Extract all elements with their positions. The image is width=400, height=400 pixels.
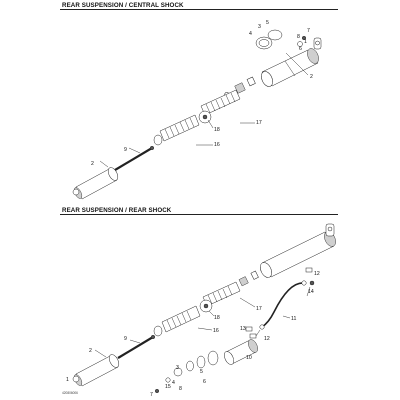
callout-15-bottom: 15	[165, 384, 171, 390]
valve-bottom	[238, 276, 249, 287]
nut-top	[301, 35, 307, 41]
callout-10-bottom: 10	[246, 355, 252, 361]
callout-1-bottom: 1	[66, 377, 69, 383]
lower-housing-top	[72, 167, 119, 200]
lower-housing-bottom	[72, 354, 120, 387]
callout-18-top: 18	[214, 127, 220, 133]
callout-5-top: 5	[266, 20, 269, 26]
callout-9-bottom: 9	[124, 336, 127, 342]
washer-bottom	[165, 377, 171, 383]
callout-6-top: 6	[299, 46, 302, 52]
callout-9-top: 9	[124, 147, 127, 153]
callout-3-top: 3	[258, 24, 261, 30]
shaft-top	[114, 147, 153, 171]
callout-2-top: 2	[310, 74, 313, 80]
callout-8-bottom: 8	[179, 386, 182, 392]
callout-2-bottom: 2	[89, 348, 92, 354]
callout-2b-top: 2	[91, 161, 94, 167]
callout-14-bottom: 14	[308, 289, 314, 295]
washer-mid-top	[153, 134, 163, 146]
callout-17-top: 17	[256, 120, 262, 126]
section-title-rear-shock: REAR SUSPENSION / REAR SHOCK	[62, 207, 172, 214]
section-rule-central-shock	[60, 9, 338, 10]
fitting-12	[305, 267, 313, 273]
washer-mid-bottom	[153, 325, 163, 337]
figure-code: 420806006	[62, 391, 78, 395]
nut-bottom	[154, 388, 160, 394]
reservoir-cap	[186, 360, 194, 372]
callout-4-top: 4	[249, 31, 252, 37]
shim-stack-16-top	[159, 114, 200, 142]
fitting-13	[245, 326, 253, 332]
section-title-central-shock: REAR SUSPENSION / CENTRAL SHOCK	[62, 2, 184, 9]
callout-3-bottom: 3	[176, 365, 179, 371]
callout-4-bottom: 4	[172, 380, 175, 386]
callout-5-bottom: 5	[200, 369, 203, 375]
callout-12b-bottom: 12	[264, 336, 270, 342]
reservoir-10	[224, 339, 258, 365]
callout-7-bottom: 7	[150, 392, 153, 398]
shaft-bottom	[117, 336, 154, 359]
callout-1-top: 1	[304, 39, 307, 45]
cap-top	[267, 29, 283, 41]
reservoir-ring	[207, 350, 219, 366]
callout-11-bottom: 11	[291, 316, 296, 322]
callout-6-bottom: 6	[203, 379, 206, 385]
shock-body-bottom	[260, 231, 336, 278]
callout-17-bottom: 17	[256, 306, 262, 312]
callout-13-bottom: 13	[240, 326, 246, 332]
rear-shock-exploded-view: 1 2 3 4 5 6 7 8 9 10 11 12 12 13 14 15 1…	[66, 223, 336, 398]
shock-body-top	[261, 48, 319, 87]
shim-stack-16-bottom	[161, 305, 201, 333]
section-rule-rear-shock	[60, 214, 338, 215]
callout-18-bottom: 18	[214, 315, 220, 321]
fitting-14	[309, 280, 315, 286]
callout-16-top: 16	[214, 142, 220, 148]
o-ring-bottom	[173, 367, 183, 377]
eyelet-top	[313, 37, 322, 50]
callout-16-bottom: 16	[213, 328, 219, 334]
callout-7-top: 7	[307, 28, 310, 34]
central-shock-exploded-view: 1 2 2 3 4 5 6 7 8 9 16 17 18	[72, 20, 322, 200]
reservoir-hose	[261, 282, 305, 328]
callout-12-bottom: 12	[314, 271, 320, 277]
washer-top	[297, 41, 303, 47]
callout-8-top: 8	[297, 34, 300, 40]
